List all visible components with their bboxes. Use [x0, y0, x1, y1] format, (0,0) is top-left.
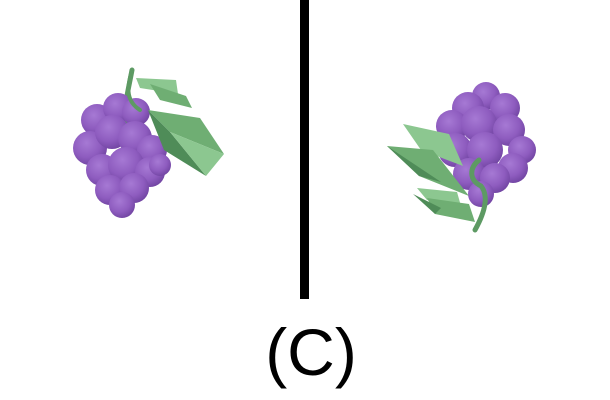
right-grape-cluster-image [387, 82, 536, 233]
left-grape-berries [73, 93, 171, 218]
panel-divider [300, 0, 309, 299]
right-grape-leaves [387, 124, 475, 222]
left-grape-leaves [136, 78, 224, 176]
panel-label: (C) [265, 315, 357, 389]
left-grape-cluster-image [73, 67, 224, 218]
right-grape-berries [436, 82, 536, 207]
right-grape-stem [469, 157, 488, 233]
